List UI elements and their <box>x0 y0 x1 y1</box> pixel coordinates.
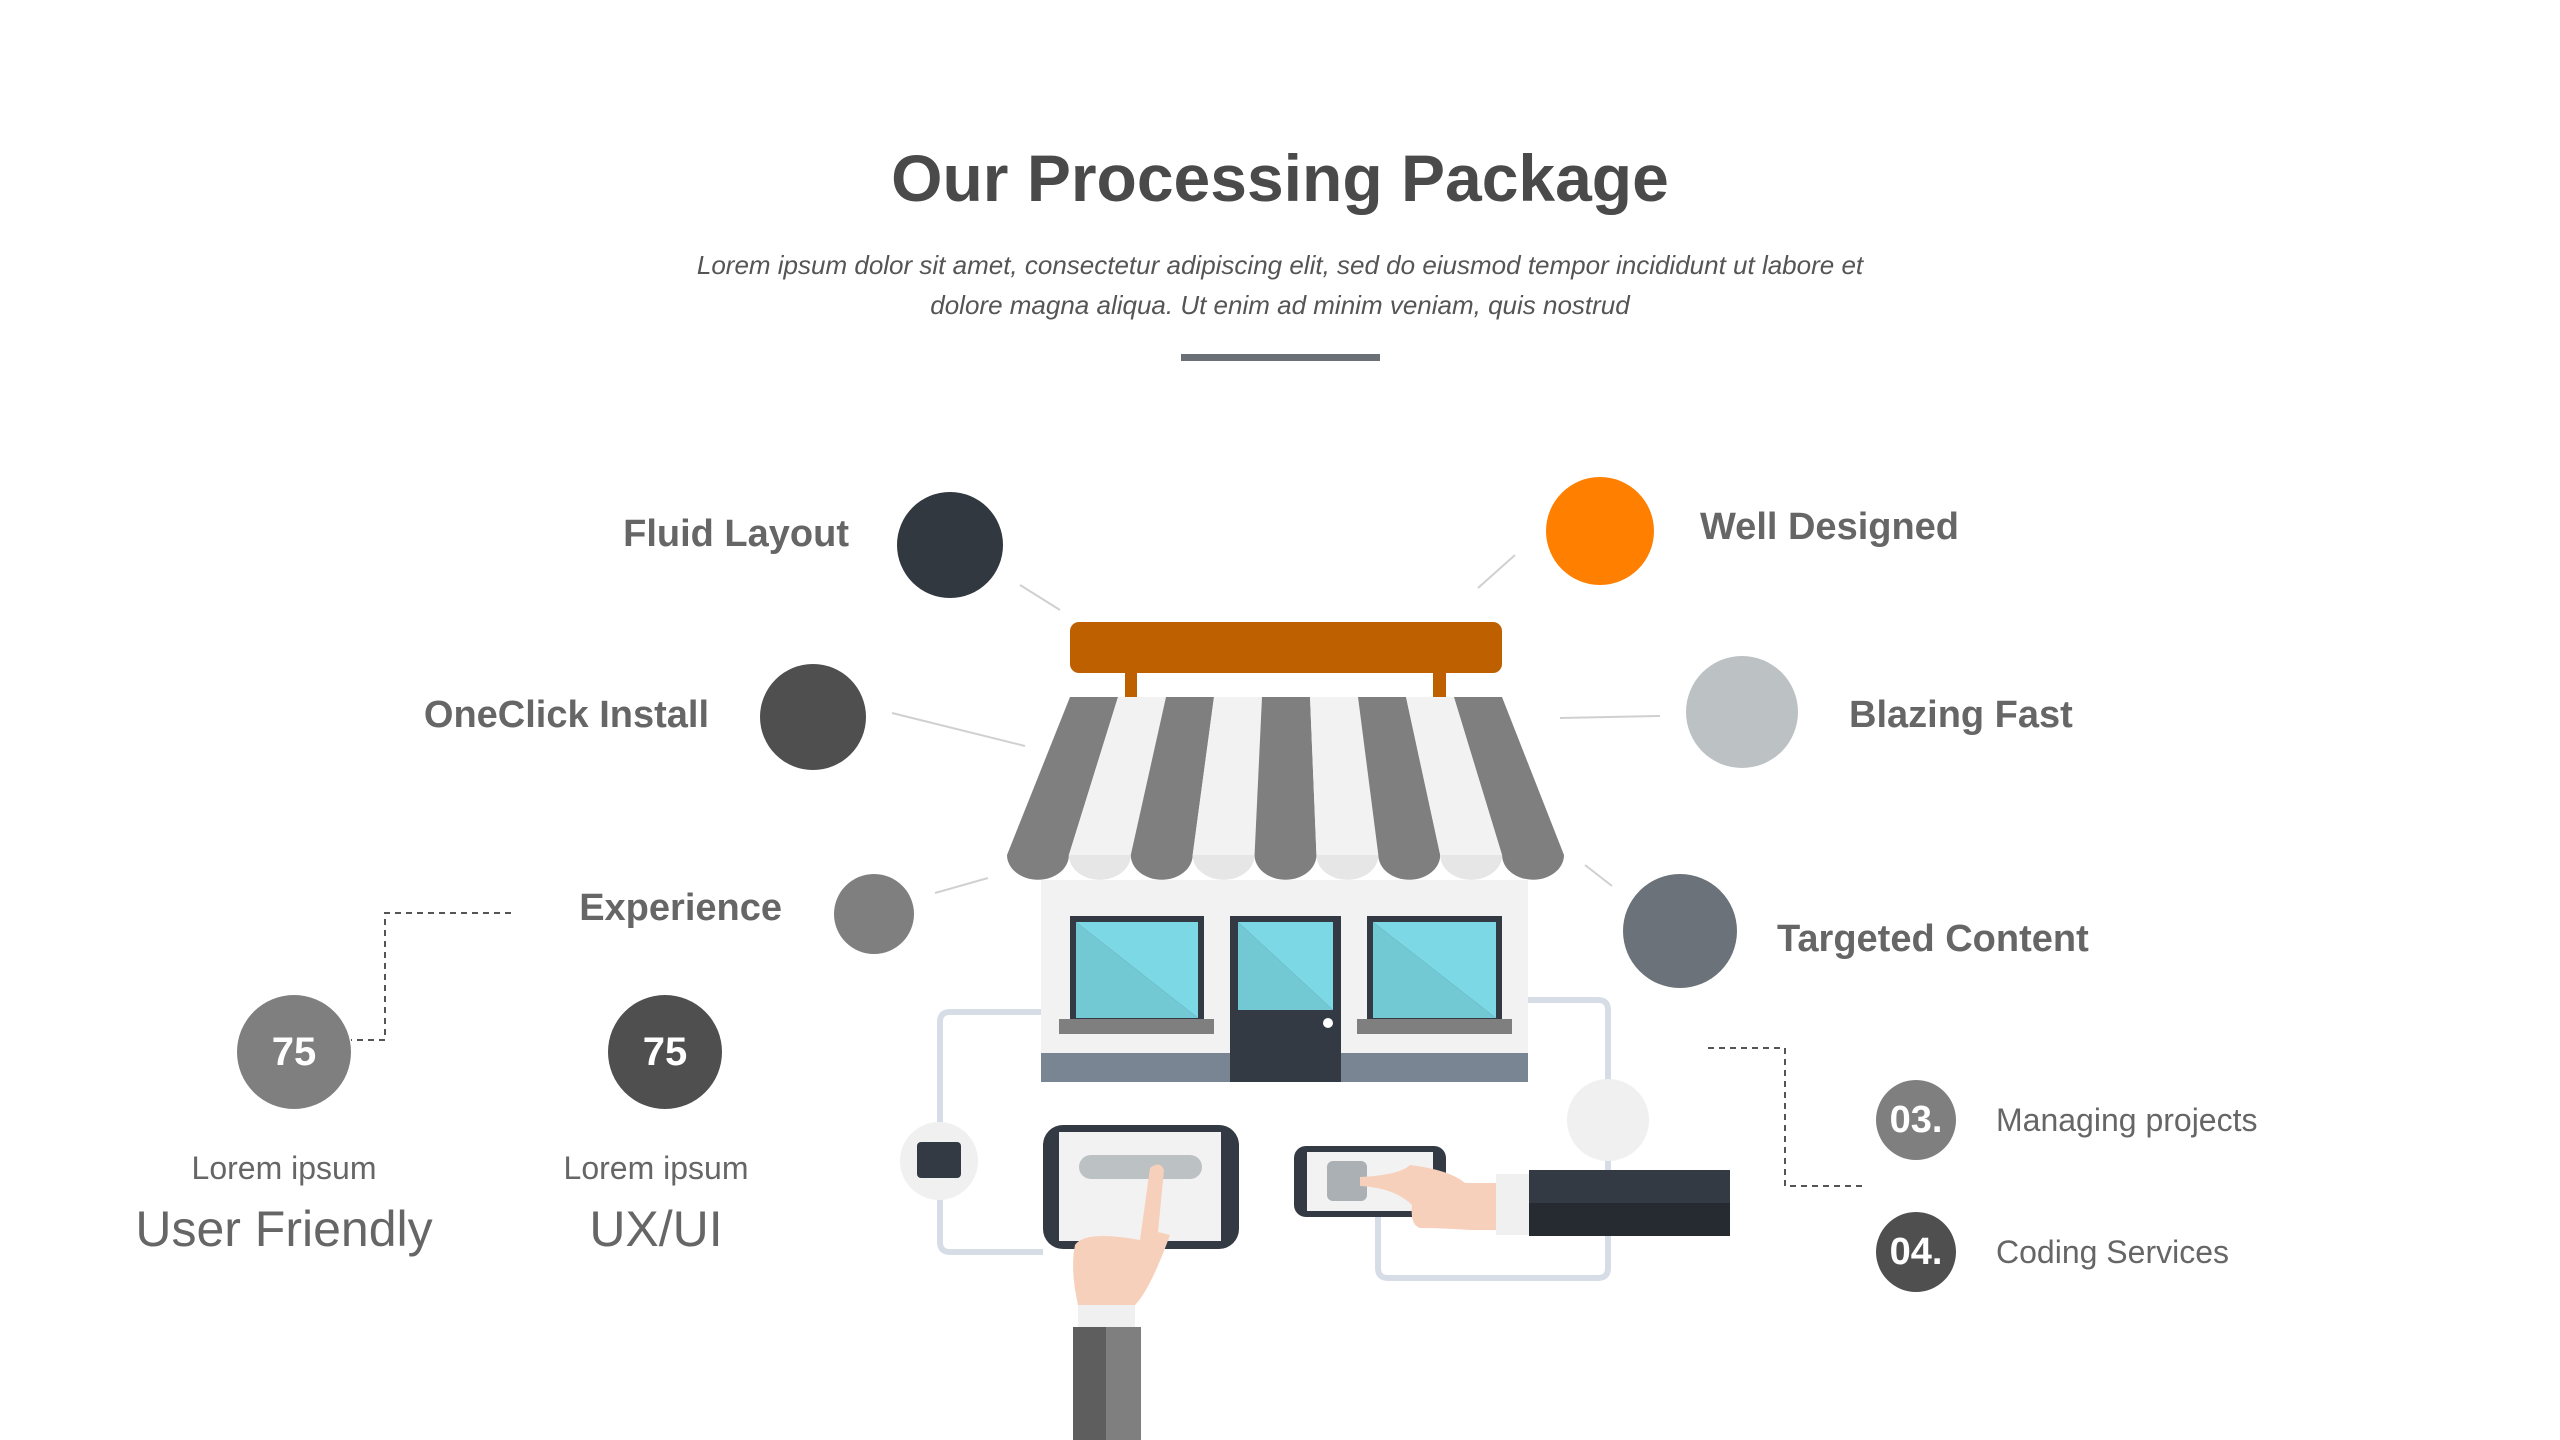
feature-fluid-layout: Fluid Layout <box>623 513 849 555</box>
awning-stripe <box>1068 697 1166 880</box>
well-designed-dot <box>1546 477 1654 585</box>
store-windows <box>1059 916 1512 1082</box>
store-sign <box>1070 622 1502 673</box>
feature-well-designed: Well Designed <box>1700 506 1960 548</box>
title-divider <box>1181 354 1380 361</box>
blazing-fast-dot <box>1686 656 1798 768</box>
awning-stripe <box>1454 697 1564 880</box>
stat-value: 75 <box>271 1029 317 1074</box>
dashed-connectors <box>351 912 1862 1187</box>
stat-caption: Lorem ipsum <box>563 1150 749 1186</box>
service-label: Managing projects <box>1996 1102 2258 1138</box>
experience-dot <box>834 874 914 954</box>
pointer-arrows <box>891 554 1661 894</box>
awning-scallop <box>1068 855 1131 880</box>
pointing-hand-icon <box>1360 1165 1496 1230</box>
awning-stripe <box>1192 697 1262 880</box>
stat-circle: 75 <box>237 995 351 1109</box>
service-number-text: 04. <box>1889 1230 1943 1273</box>
wallet-icon <box>917 1142 961 1178</box>
awning-stripe <box>1310 697 1379 880</box>
awning-scallop <box>1192 855 1255 880</box>
subtitle-line-2: dolore magna aliqua. Ut enim ad minim ve… <box>930 290 1630 320</box>
connector-node <box>1567 1079 1649 1161</box>
service-label: Coding Services <box>1996 1234 2229 1270</box>
targeted-content-dot <box>1623 874 1737 988</box>
stat-title: UX/UI <box>589 1201 723 1257</box>
page-title: Our Processing Package <box>891 141 1669 215</box>
awning-stripe <box>1130 697 1214 880</box>
awning-scallop <box>1440 855 1503 880</box>
store-awning <box>1007 697 1564 880</box>
subtitle-line-1: Lorem ipsum dolor sit amet, consectetur … <box>696 250 1864 280</box>
service-number: 04. <box>1876 1212 1956 1292</box>
stat-circle: 75 <box>608 995 722 1109</box>
stat-title: User Friendly <box>135 1201 433 1257</box>
awning-stripe <box>1406 697 1503 880</box>
cart-icon <box>1327 1161 1367 1201</box>
feature-targeted-content: Targeted Content <box>1777 918 2089 960</box>
awning-scallop <box>1316 855 1379 880</box>
stat-caption: Lorem ipsum <box>191 1150 377 1186</box>
awning-stripe <box>1007 697 1118 880</box>
feature-blazing-fast: Blazing Fast <box>1849 694 2073 736</box>
feature-experience: Experience <box>579 887 782 929</box>
awning-stripe <box>1358 697 1441 880</box>
fluid-layout-dot <box>897 492 1003 598</box>
stat-value: 75 <box>642 1029 688 1074</box>
hand-icon <box>1073 1164 1170 1305</box>
awning-stripe <box>1254 697 1317 880</box>
service-number-text: 03. <box>1889 1098 1943 1141</box>
service-number: 03. <box>1876 1080 1956 1160</box>
oneclick-install-dot <box>760 664 866 770</box>
feature-oneclick-install: OneClick Install <box>423 694 709 736</box>
